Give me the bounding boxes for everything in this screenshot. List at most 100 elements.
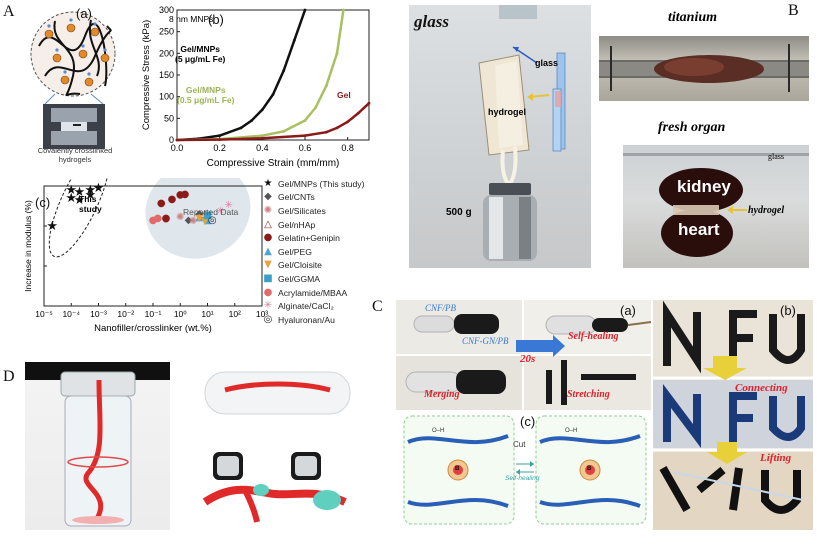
legend-label: Gelatin+Genipin [278,233,340,244]
organ-glass-label: glass [768,152,784,161]
legend-item: ✳Alginate/CaCl₂ [262,299,382,313]
scatter-point: ● [157,198,166,209]
legend-label: Gel/nHAp [278,219,316,230]
lifting-label: Lifting [760,452,792,464]
scatter-point: ✳ [225,200,233,211]
legend-item: ● Gelatin+Genipin [262,231,382,245]
y-axis-label: Increase in modulus (%) [23,200,33,292]
series-point [260,136,264,140]
titanium-scene-svg [599,44,809,92]
chart-b-annot-gel-mnps-5: Gel/MNPs (5 μg/mL Fe) [175,44,225,64]
x-axis-label: Compressive Strain (mm/mm) [207,158,340,169]
heart-label: heart [678,220,720,239]
scatter-point: ★ [65,191,77,206]
self-healing-arrow-label: Self-healing [505,475,540,482]
x-tick-label: 10⁻² [117,309,134,319]
legend-marker: ■ [263,272,273,284]
series-point [239,126,243,130]
organ-hydrogel-label: hydrogel [748,205,785,216]
panel-letter-b: B [788,2,799,19]
boron-label-right: B [587,466,592,472]
series-point [335,126,339,130]
scatter-point: ◆ [195,208,203,219]
legend-label: Acrylamide/MBAA [278,287,348,298]
series-point [346,120,350,124]
legend-label: Gel/MNPs (This study) [278,178,365,189]
cut-label: Cut [513,440,526,449]
panel-letter-a: A [3,3,15,20]
annot-line-1: Gel/MNPs [180,44,221,54]
panel-c-sub-b-label: (b) [780,303,796,318]
series-point [342,8,345,12]
x-tick-label: 10² [229,309,241,319]
caption-line-1: Covalently crosslinked [37,146,113,155]
scatter-point: ▲ [195,212,203,223]
scatter-point: ■ [203,210,212,221]
glass-scene-svg [478,5,566,261]
x-tick-label: 10¹ [201,309,213,319]
legend-marker: ◆ [264,191,272,203]
legend-item: ■Gel/GGMA [262,272,382,286]
scatter-point: ★ [93,181,105,196]
scatter-point: ★ [74,185,86,200]
series-point [324,130,328,134]
series-point [271,93,275,96]
time-label: 20s [520,353,536,365]
scatter-point: ▼ [201,216,209,227]
scatter-point: ★ [46,219,58,234]
y-tick-label: 0 [169,135,174,145]
self-healing-photo-label: Self-healing [568,331,619,342]
x-tick-label: 10³ [256,309,268,319]
legend-item: ● Acrylamide/MBAA [262,286,382,300]
series-line-0 [176,9,307,142]
chart-b-annot-gel-mnps-05: Gel/MNPs (0.5 μg/mL Fe) [177,85,234,105]
panel-c-sub-a-label: (a) [620,303,636,318]
legend-item: ◆Gel/CNTs [262,191,382,205]
stretch-scene-svg [202,371,351,523]
series-point [303,119,307,122]
scatter-point: ★ [84,183,96,198]
x-tick-label: 0.8 [341,143,354,153]
self-healing-scene-svg [396,300,651,410]
annot-line-2: (0.5 μg/mL Fe) [177,95,235,105]
panel-c-sub-c-label: (c) [520,414,536,429]
cnf-pb-label: CNF/PB [425,303,456,313]
time-arrow [516,340,556,352]
scatter-point: ◎ [208,215,217,226]
nfu-scene-svg [653,300,813,530]
legend-marker: ● [263,232,273,244]
legend-marker: ★ [263,177,273,189]
legend-marker: ● [263,286,273,298]
kidney-label: kidney [677,177,731,196]
legend-marker: ▼ [264,259,272,271]
series-point [303,8,307,12]
x-tick-label: 10⁻⁴ [62,309,80,319]
panel-a-network-illustration [25,6,130,171]
legend-item: ✺Gel/Silicates [262,204,382,218]
scatter-point: ● [176,189,185,200]
hydroxyl-label-2: O–H [565,428,578,434]
scatter-point: ✺ [162,215,170,226]
legend-marker: ✺ [263,204,273,216]
series-point [292,38,296,42]
glass-adhesion-photo [409,5,591,268]
glass-label: glass [535,58,559,68]
x-tick-label: 0.6 [299,143,312,153]
series-point [218,134,222,138]
reported-data-label: Reported Data [183,207,239,217]
chart-b-annot-gel: Gel [337,90,351,100]
series-point [282,69,286,73]
this-study-line-2: study [79,204,102,214]
panel-a-sub-c-label: (c) [35,195,51,210]
scatter-point: ● [153,213,162,224]
scatter-point: ✺ [176,212,184,223]
cnf-gn-pb-label: CNF-GN/PB [462,336,509,346]
legend-item: ◎Hyaluronan/Au [262,313,382,327]
scatter-point: ● [162,213,171,224]
fresh-organ-photo [623,145,809,268]
organ-scene-svg [623,153,809,257]
legend-marker: ✳ [263,300,273,312]
